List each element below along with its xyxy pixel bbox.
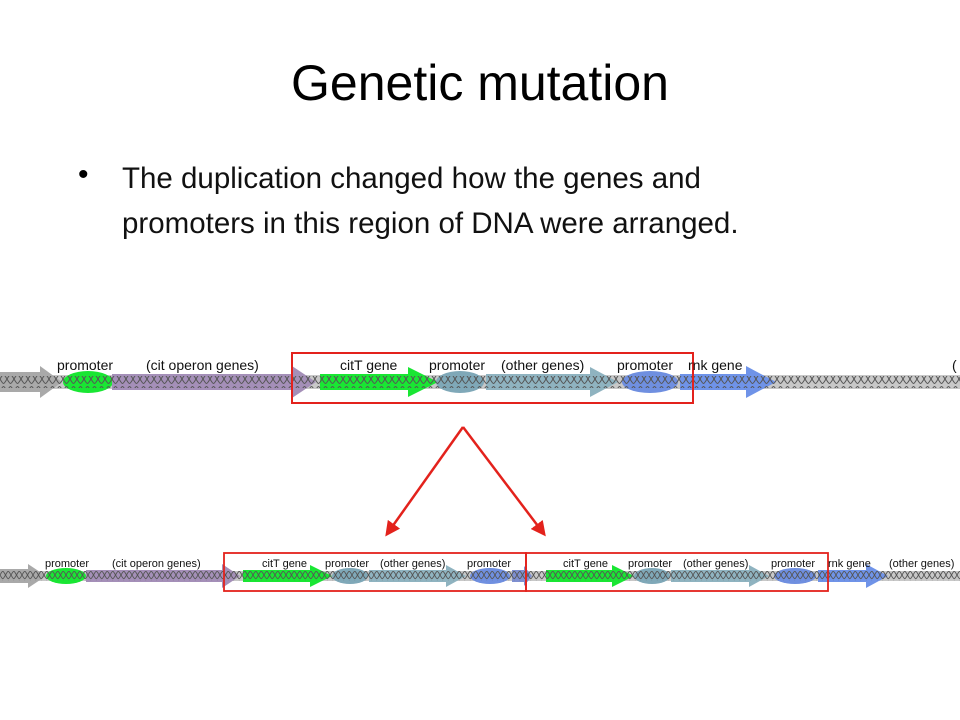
bullet-line-2: promoters in this region of DNA were arr… — [122, 207, 739, 240]
bottom-label-citT-b: citT gene — [563, 558, 608, 570]
top-label-promoter-2: promoter — [429, 357, 485, 373]
top-helix — [0, 376, 960, 388]
bottom-label-promoter-2b: promoter — [628, 558, 672, 570]
top-label-cit-operon: (cit operon genes) — [146, 357, 259, 373]
top-duplication-box — [291, 352, 694, 404]
bullet-text: The duplication changed how the genes an… — [122, 156, 882, 246]
bullet-marker: • — [78, 158, 89, 191]
top-label-rnk: rnk gene — [688, 357, 743, 373]
top-dna-strand: promoter (cit operon genes) citT gene pr… — [0, 352, 960, 404]
bottom-label-promoter-3b: promoter — [771, 558, 815, 570]
duplication-arrow-right — [462, 426, 546, 537]
bottom-label-other-genes-end: (other genes) — [889, 558, 954, 570]
bullet-line-1: The duplication changed how the genes an… — [122, 162, 701, 195]
bottom-helix — [0, 571, 960, 581]
bottom-label-other-genes-a: (other genes) — [380, 558, 445, 570]
bottom-label-rnk: rnk gene — [828, 558, 871, 570]
duplication-arrows — [385, 426, 546, 537]
bottom-label-other-genes-b: (other genes) — [683, 558, 748, 570]
top-label-promoter-1: promoter — [57, 357, 113, 373]
top-label-right-edge: ( — [952, 357, 957, 373]
slide-title: Genetic mutation — [291, 55, 669, 111]
top-label-citT: citT gene — [340, 357, 398, 373]
bottom-label-promoter-1: promoter — [45, 558, 89, 570]
top-label-other-genes: (other genes) — [501, 357, 584, 373]
bottom-label-cit-operon: (cit operon genes) — [112, 558, 201, 570]
bottom-duplication-box-b — [525, 552, 829, 592]
bottom-label-promoter-2a: promoter — [325, 558, 369, 570]
bottom-dna-strand: promoter (cit operon genes) citT gene pr… — [0, 552, 960, 592]
bottom-label-promoter-3a: promoter — [467, 558, 511, 570]
top-label-promoter-3: promoter — [617, 357, 673, 373]
bottom-label-citT-a: citT gene — [262, 558, 307, 570]
duplication-arrow-left — [385, 426, 465, 537]
